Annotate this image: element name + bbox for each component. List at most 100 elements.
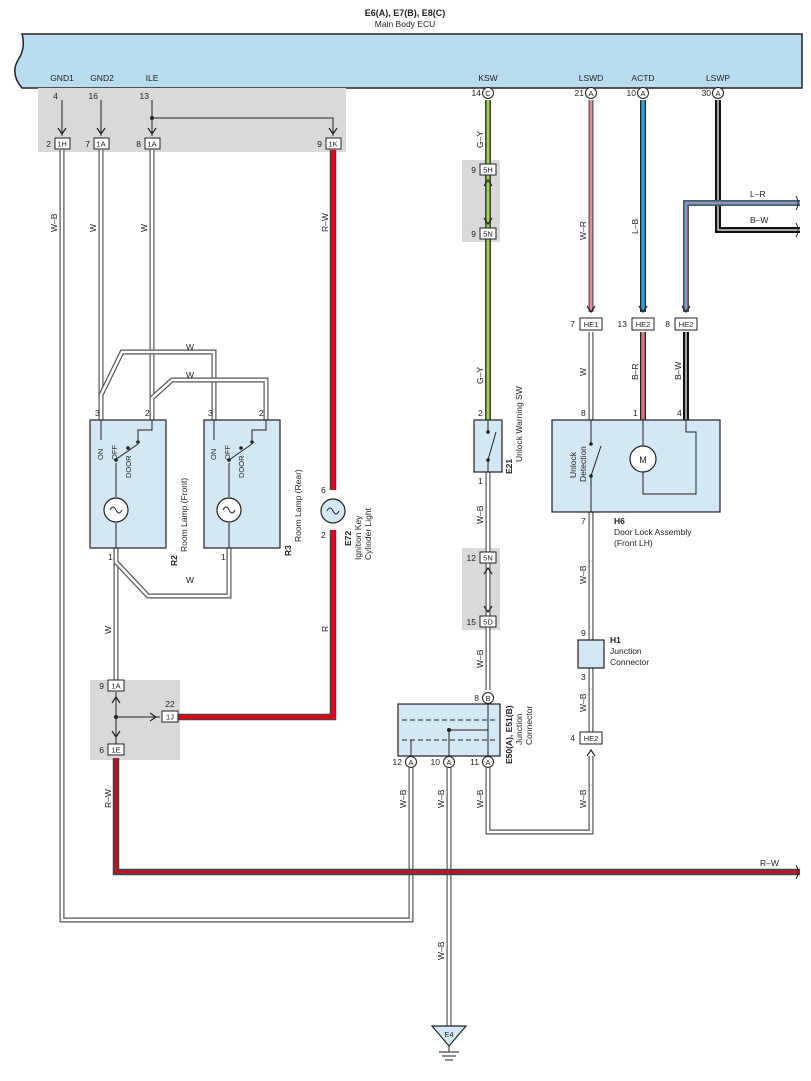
- h6-name2: (Front LH): [614, 538, 653, 548]
- wire-lr-stripe: [685, 202, 800, 312]
- svg-text:12: 12: [467, 553, 477, 563]
- svg-text:15: 15: [467, 617, 477, 627]
- label-w-cross2: W: [186, 370, 194, 380]
- svg-text:B: B: [485, 694, 490, 703]
- svg-text:6: 6: [99, 745, 104, 755]
- svg-text:DOOR: DOOR: [237, 455, 246, 478]
- ecu-name: Main Body ECU: [375, 19, 435, 29]
- label-lr: L–R: [750, 189, 766, 199]
- wire-lswp-bw: [715, 100, 800, 233]
- svg-text:5N: 5N: [483, 230, 493, 239]
- wire-lr: [684, 201, 800, 312]
- svg-text:1H: 1H: [57, 140, 67, 149]
- svg-text:1: 1: [633, 408, 638, 418]
- label-rw-1e: R–W: [103, 789, 113, 808]
- svg-text:1: 1: [221, 552, 226, 562]
- connector-5n-bottom: 5N 12: [467, 551, 497, 564]
- svg-text:OFF: OFF: [110, 445, 119, 460]
- ecu-terminal-ile: ILE: [146, 73, 159, 83]
- pin-ksw-circle: [482, 87, 494, 99]
- e21-code: E21: [504, 459, 514, 474]
- svg-text:8: 8: [136, 139, 141, 149]
- svg-text:DOOR: DOOR: [124, 455, 133, 478]
- ecu-terminal-ksw: KSW: [478, 73, 497, 83]
- svg-text:5H: 5H: [483, 166, 493, 175]
- svg-text:Detection: Detection: [578, 446, 588, 482]
- junction-lines-top: [61, 100, 334, 136]
- label-wb-a12: W–B: [398, 789, 408, 808]
- svg-text:1A: 1A: [96, 140, 105, 149]
- svg-text:A: A: [446, 758, 451, 767]
- svg-text:A: A: [485, 758, 490, 767]
- svg-text:3: 3: [208, 408, 213, 418]
- pin-actd-circle: [637, 87, 649, 99]
- label-wb-h6: W–B: [578, 565, 588, 584]
- label-w-ile: W: [139, 224, 149, 232]
- wire-r2-r3-cross: [98, 349, 269, 420]
- wire-e21-wb: [485, 472, 594, 835]
- room-lamp-front: 3 2 1 ON OFF DOOR: [89, 408, 167, 562]
- e50-code: E50(A), E51(B): [504, 705, 514, 764]
- label-wb-ground: W–B: [436, 941, 446, 960]
- pin-lswp-conn: A: [715, 89, 720, 98]
- ecu-terminal-gnd1: GND1: [50, 73, 74, 83]
- junction-connector-e50-e51: B 8 A 12 A 10 A 11: [393, 692, 501, 768]
- svg-text:13: 13: [618, 319, 628, 329]
- label-rw-1k: R–W: [320, 213, 330, 232]
- svg-text:1A: 1A: [147, 140, 156, 149]
- wire-lswp-bw-stripe: [717, 100, 800, 231]
- svg-text:11: 11: [470, 757, 479, 767]
- connector-he2-13: HE2 13: [618, 317, 655, 331]
- ecu-terminal-gnd2: GND2: [90, 73, 114, 83]
- pin-ksw: 14: [472, 88, 482, 98]
- room-lamp-rear: 3 2 1 ON OFF DOOR: [203, 408, 281, 562]
- e72-name1: Ignition Key: [353, 515, 363, 560]
- wire-1e-rw-outer: [112, 758, 800, 876]
- pin-actd-conn: A: [640, 89, 645, 98]
- svg-text:8: 8: [474, 693, 479, 703]
- h6-code: H6: [614, 516, 625, 526]
- label-w-gnd2: W: [88, 224, 98, 232]
- svg-text:7: 7: [85, 139, 90, 149]
- svg-text:2: 2: [145, 408, 150, 418]
- e50-name1: Junction: [514, 713, 524, 745]
- svg-text:HE1: HE1: [584, 320, 599, 329]
- label-w-he1: W: [578, 368, 588, 376]
- label-rw-right: R–W: [760, 858, 779, 868]
- svg-text:1K: 1K: [328, 140, 337, 149]
- pin-ksw-conn: C: [485, 89, 491, 98]
- wire-lamp-ground-w: [113, 548, 232, 680]
- connector-he2-8: HE2 8: [665, 317, 698, 331]
- label-wb-5d: W–B: [475, 649, 485, 668]
- e21-name: Unlock Warning SW: [514, 386, 524, 462]
- pin-actd: 10: [627, 88, 637, 98]
- svg-text:3: 3: [95, 408, 100, 418]
- svg-text:9: 9: [581, 628, 586, 638]
- svg-text:9: 9: [471, 229, 476, 239]
- label-wb-e21: W–B: [475, 505, 485, 524]
- pin-gnd2: 16: [89, 91, 99, 101]
- wire-gnd1-wb: [59, 150, 414, 923]
- svg-text:8: 8: [665, 319, 670, 329]
- room-lamp-front-label: Room Lamp (Front): [179, 478, 189, 552]
- svg-text:9: 9: [471, 165, 476, 175]
- svg-text:5D: 5D: [483, 618, 493, 627]
- connector-1a-9: 1A 9: [99, 679, 125, 692]
- wire-continuation-marks: [795, 195, 799, 880]
- label-r-e72: R: [320, 626, 330, 632]
- connector-5d: 5D 15: [467, 615, 497, 628]
- connector-he2-4: HE2 4: [570, 731, 603, 745]
- svg-text:HE2: HE2: [584, 734, 599, 743]
- svg-text:2: 2: [321, 530, 326, 540]
- label-w-cross3: W: [186, 575, 194, 585]
- svg-text:Unlock: Unlock: [568, 451, 578, 478]
- svg-text:4: 4: [677, 408, 682, 418]
- label-lb: L–B: [630, 219, 640, 234]
- svg-text:OFF: OFF: [223, 445, 232, 460]
- unlock-warning-switch: 2 1: [473, 408, 503, 486]
- h1-name1: Junction: [610, 646, 642, 656]
- label-wb-gnd1: W–B: [49, 213, 59, 232]
- svg-text:5N: 5N: [483, 554, 493, 563]
- svg-text:HE2: HE2: [679, 320, 694, 329]
